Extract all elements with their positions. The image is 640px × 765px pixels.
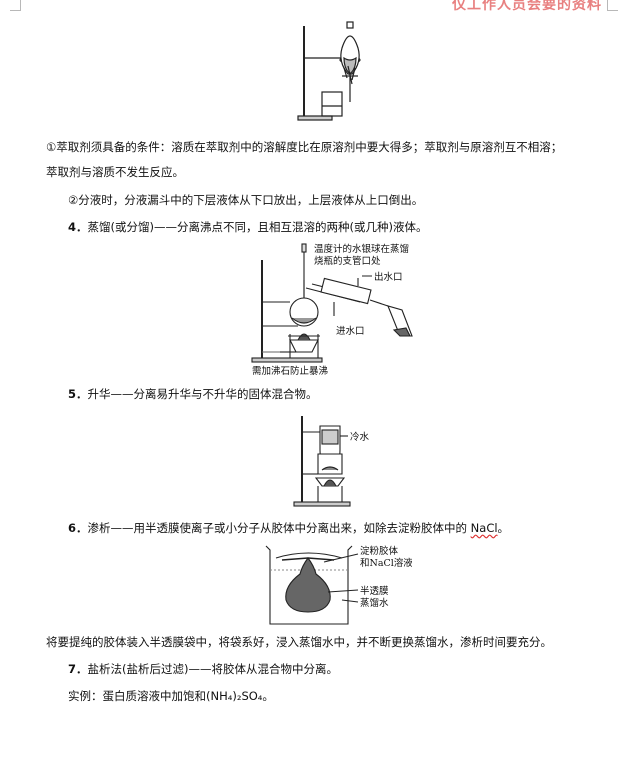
- label-cold-water: 冷水: [350, 431, 370, 443]
- dialysis-figure: 淀粉胶体 和NaCl溶液 半透膜 蒸馏水: [262, 540, 412, 630]
- section-text: 蒸馏(或分馏)——分离沸点不同，且相互混溶的两种(或几种)液体。: [87, 220, 428, 234]
- label-boiling-chips: 需加沸石防止暴沸: [252, 365, 328, 376]
- label-distilled-water: 蒸馏水: [360, 597, 389, 609]
- distillation-figure: 温度计的水银球在蒸馏 烧瓶的支管口处 出水口 进水口 需加沸石防止暴沸: [250, 240, 430, 376]
- section-number: 6．: [68, 521, 88, 535]
- section-text: 升华——分离易升华与不升华的固体混合物。: [87, 387, 318, 401]
- label-starch-colloid: 淀粉胶体: [360, 545, 399, 557]
- page-corner-mark: [10, 0, 21, 11]
- label-nacl-solution: 和NaCl溶液: [360, 557, 412, 569]
- section-6-heading: 6．渗析——用半透膜使离子或小分子从胶体中分离出来，如除去淀粉胶体中的 NaCl…: [68, 520, 509, 536]
- page-corner-mark: [607, 0, 618, 11]
- header-watermark: 仅工作人员会要的资料: [452, 0, 602, 12]
- label-thermometer-1: 温度计的水银球在蒸馏: [314, 243, 409, 255]
- separatory-funnel-figure: [292, 18, 372, 122]
- label-membrane: 半透膜: [360, 585, 389, 597]
- paragraph-example: 实例：蛋白质溶液中加饱和(NH₄)₂SO₄。: [68, 689, 274, 703]
- label-water-inlet: 进水口: [336, 325, 365, 337]
- paragraph-separation-rule: ②分液时，分液漏斗中的下层液体从下口放出，上层液体从上口倒出。: [68, 193, 424, 207]
- label-water-outlet: 出水口: [374, 271, 403, 283]
- section-number: 4．: [68, 220, 88, 234]
- nacl-term: NaCl: [470, 521, 498, 535]
- paragraph-extraction-conditions-cont: 萃取剂与溶质不发生反应。: [46, 165, 184, 179]
- section-7-heading: 7．盐析法(盐析后过滤)——将胶体从混合物中分离。: [68, 661, 338, 677]
- paragraph-dialysis-procedure: 将要提纯的胶体装入半透膜袋中，将袋系好，浸入蒸馏水中，并不断更换蒸馏水，渗析时间…: [46, 635, 552, 649]
- section-number: 7．: [68, 662, 88, 676]
- paragraph-extraction-conditions: ①萃取剂须具备的条件：溶质在萃取剂中的溶解度比在原溶剂中要大得多；萃取剂与原溶剂…: [46, 140, 563, 154]
- section-text: 渗析——用半透膜使离子或小分子从胶体中分离出来，如除去淀粉胶体中的: [87, 521, 471, 535]
- section-number: 5．: [68, 387, 88, 401]
- label-thermometer-2: 烧瓶的支管口处: [314, 255, 381, 267]
- section-4-heading: 4．蒸馏(或分馏)——分离沸点不同，且相互混溶的两种(或几种)液体。: [68, 219, 427, 235]
- section-text: 盐析法(盐析后过滤)——将胶体从混合物中分离。: [87, 662, 338, 676]
- section-text-end: 。: [497, 521, 510, 535]
- section-5-heading: 5．升华——分离易升华与不升华的固体混合物。: [68, 386, 318, 402]
- sublimation-figure: 冷水: [292, 410, 382, 510]
